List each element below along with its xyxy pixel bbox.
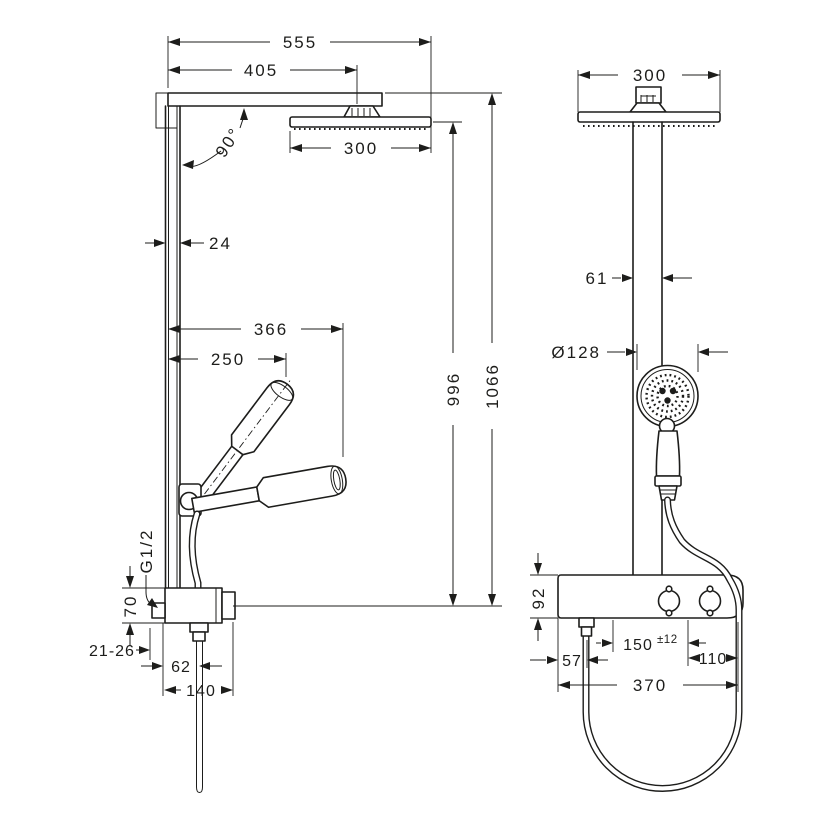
center-jet-2 [669,387,677,395]
hand-shower-face [330,465,344,495]
hand-shower-parked-head [230,379,295,456]
shower-pipe-inner-lines [168,106,178,588]
handle-connector [654,475,682,487]
valve-knob-left-nub-bottom [665,609,673,617]
dimension-connection-spacing: 150 ±12 [596,634,706,654]
dim-label-24: 24 [209,234,232,253]
shower-arm [167,92,383,107]
dimension-head-width-front: 300 [578,66,720,85]
valve-knob-right-nub-top [706,585,714,593]
valve-body-side [164,587,223,624]
ceiling-mount-ribs [640,95,656,102]
annotation-arm-angle: 90° [182,108,248,169]
dim-label-300-front: 300 [633,66,667,85]
dimension-handshower-diameter: Ø128 [551,343,728,362]
dimension-outlet-distance: 62 [141,659,222,676]
valve-knob-right[interactable] [698,589,722,613]
dim-label-1066: 1066 [483,363,502,409]
dimension-valve-total-depth: 140 [164,683,233,700]
dim-label-140: 140 [186,683,216,700]
dim-label-o128: Ø128 [551,343,601,362]
dim-label-70: 70 [121,595,140,618]
ceiling-mount-base [629,102,667,113]
hose-nut-front [578,617,595,628]
dim-label-250: 250 [211,350,245,369]
dim-label-300-side: 300 [344,139,378,158]
dimension-overall-width: 555 [168,33,431,52]
dim-label-370: 370 [633,676,667,695]
spray-ring-outer [645,373,690,419]
dimension-arm-length: 405 [168,61,357,80]
dim-label-62: 62 [171,659,191,676]
dim-label-90deg: 90° [212,124,245,161]
ceiling-mount-block [635,86,662,104]
mount-ribs [351,108,371,116]
side-view [151,92,432,793]
dimension-head-width-side: 300 [290,139,431,158]
dim-label-150: 150 [623,637,653,654]
dim-label-996: 996 [444,372,463,406]
hose-upper-side-fill [190,511,201,592]
front-view [557,86,744,792]
dimension-connection-edge: 110 [688,651,738,668]
dim-label-21-26: 21-26 [89,643,135,660]
dimension-pipe-section: 24 [145,234,232,253]
annotation-inlet-thread: G1/2 [137,529,158,608]
shower-pipe-side [164,105,181,589]
hose-cone-side [192,631,206,642]
dimension-height-to-head: 996 [444,122,463,606]
valve-knob-right-nub-bottom [706,609,714,617]
hose-lower-side [196,641,203,793]
hand-shower-head-side [256,465,347,509]
dim-label-555: 555 [283,33,317,52]
extension-lines-front [530,70,739,692]
dim-label-g12: G1/2 [137,529,156,574]
valve-knob-left-nub-top [665,585,673,593]
dim-label-61: 61 [586,269,609,288]
dim-label-110: 110 [699,651,728,668]
dim-label-405: 405 [244,61,278,80]
hand-shower-face-inner [332,469,341,491]
dimension-valve-height: 92 [529,553,548,641]
overhead-shower-mount [343,105,381,118]
hose-cone-front [580,626,593,637]
dim-label-366: 366 [254,320,288,339]
dimension-wall-distance: 21-26 [89,643,150,660]
valve-body-front [557,574,744,619]
dimension-overall-height: 1066 [483,93,502,606]
dim-label-57: 57 [562,653,582,670]
valve-outlet [221,591,236,620]
spray-ring-inner [656,384,679,408]
hand-shower-handle-front [655,430,681,477]
dimension-parked-reach: 250 [168,350,286,369]
extension-lines-side [122,36,588,696]
handle-ribs [660,489,676,495]
dimension-hose-offset: 57 [530,653,608,670]
hose-nut-side [189,622,209,633]
dimensions-front-view: 300 61 Ø128 92 57 [529,66,739,695]
center-jet-1 [659,387,666,395]
overhead-shower-side [289,116,432,128]
overhead-shower-front [577,111,721,123]
dim-label-150-tolerance: ±12 [657,634,678,646]
hand-shower-parked-centerline [195,379,291,506]
center-jet-3 [664,397,671,404]
dim-label-92: 92 [529,587,548,610]
dimension-handshower-reach: 366 [168,320,343,339]
dimension-pipe-width: 61 [586,269,692,288]
dimension-valve-depth: 70 [121,566,140,646]
valve-knob-left[interactable] [657,589,681,613]
dimensions-side-view: 555 405 300 90° 24 [89,33,588,700]
spray-ring-middle [650,379,685,413]
hose-front-fill [583,497,742,791]
dimension-valve-width: 370 [558,676,738,695]
hand-shower-horizontal [191,465,347,514]
